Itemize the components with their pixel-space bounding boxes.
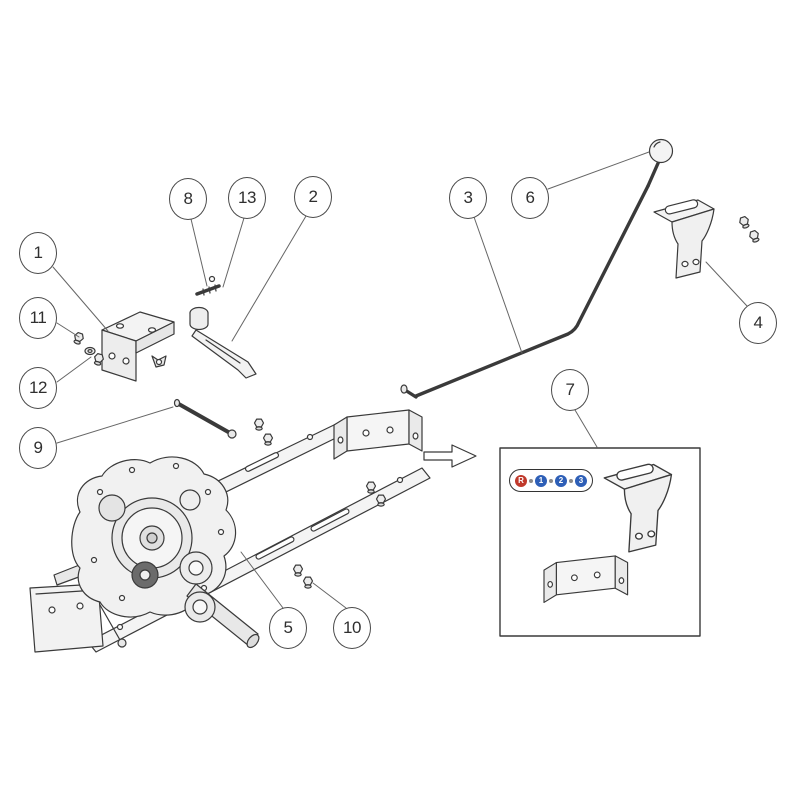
link-rod xyxy=(173,398,237,439)
shift-rod xyxy=(400,159,661,399)
transaxle-assembly xyxy=(53,456,260,649)
leader-line-2 xyxy=(231,215,307,342)
gear-dot xyxy=(549,478,553,483)
inset-arrow xyxy=(423,444,477,468)
callout-9: 9 xyxy=(19,427,57,469)
callout-1: 1 xyxy=(19,232,57,274)
leader-line-8 xyxy=(190,218,208,287)
callout-6: 6 xyxy=(511,177,549,219)
callout-7: 7 xyxy=(551,369,589,411)
shift-plate xyxy=(653,198,715,279)
callout-2: 2 xyxy=(294,176,332,218)
lever-arm xyxy=(189,306,257,379)
callout-11: 11 xyxy=(19,297,57,339)
leader-line-13 xyxy=(222,217,245,288)
callout-5: 5 xyxy=(269,607,307,649)
leader-line-6 xyxy=(547,151,650,190)
gear-position-R: R xyxy=(515,474,527,487)
callout-13: 13 xyxy=(228,177,266,219)
callout-4: 4 xyxy=(739,302,777,344)
leader-line-10 xyxy=(312,582,347,609)
u-bracket xyxy=(333,409,423,460)
leader-line-11 xyxy=(56,322,80,338)
leader-line-3 xyxy=(473,216,523,354)
roll-pin xyxy=(195,275,221,296)
gear-position-3: 3 xyxy=(575,474,587,487)
shift-knob xyxy=(648,138,674,164)
hex-bolts-4 xyxy=(737,215,762,244)
leader-line-4 xyxy=(705,261,748,307)
callout-12: 12 xyxy=(19,367,57,409)
leader-line-7 xyxy=(574,409,598,448)
leader-line-12 xyxy=(56,356,92,383)
leader-line-5 xyxy=(240,551,284,609)
callout-8: 8 xyxy=(169,178,207,220)
gear-position-1: 1 xyxy=(535,474,547,487)
mounting-bracket xyxy=(101,311,175,382)
gear-position-2: 2 xyxy=(555,474,567,487)
leader-line-9 xyxy=(56,406,174,444)
leader-lines xyxy=(52,151,748,609)
gear-dot xyxy=(529,478,533,483)
callout-3: 3 xyxy=(449,177,487,219)
hex-bolt-pair-c xyxy=(292,564,314,589)
hex-bolt-pair-a xyxy=(253,418,274,446)
leader-line-1 xyxy=(52,266,109,332)
callout-10: 10 xyxy=(333,607,371,649)
washer-nut-12 xyxy=(84,346,105,367)
gear-dot xyxy=(569,478,573,483)
